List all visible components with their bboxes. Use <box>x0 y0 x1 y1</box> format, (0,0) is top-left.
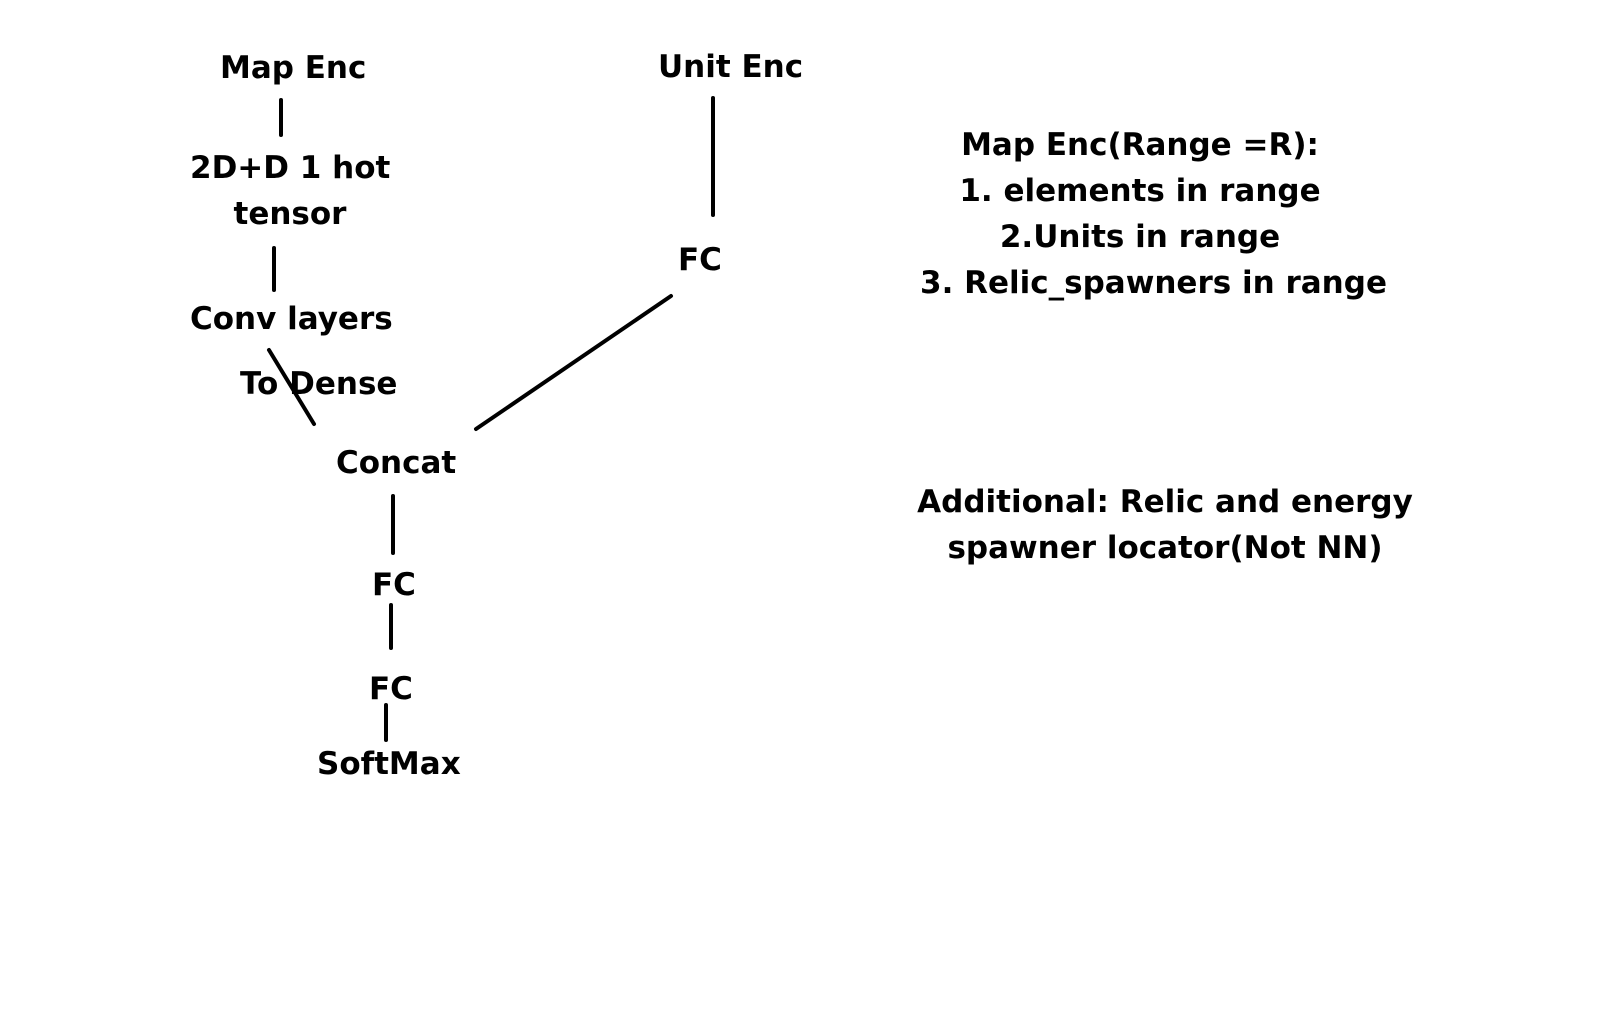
note-map-enc-item: 3. Relic_spawners in range <box>920 265 1387 301</box>
edge-conv-concat <box>267 348 316 426</box>
note-map-enc-item: 1. elements in range <box>959 173 1321 209</box>
node-tensor-line2: tensor <box>233 196 347 232</box>
node-tensor-line1: 2D+D 1 hot <box>190 150 391 186</box>
node-map-enc: Map Enc <box>220 50 367 86</box>
node-fc-unit: FC <box>678 242 722 278</box>
edge-fc-concat <box>474 294 673 431</box>
note-map-enc-item: 2.Units in range <box>999 219 1281 255</box>
note-map-enc: Map Enc(Range =R): 1. elements in range … <box>920 122 1387 306</box>
node-concat: Concat <box>336 445 457 481</box>
node-unit-enc: Unit Enc <box>658 49 804 85</box>
note-map-enc-title: Map Enc(Range =R): <box>961 127 1319 163</box>
note-additional-line2: spawner locator(Not NN) <box>947 530 1383 566</box>
node-conv-layers: Conv layers <box>190 301 393 337</box>
node-fc-2: FC <box>369 671 413 707</box>
node-to-dense: To Dense <box>240 366 398 402</box>
node-tensor: 2D+D 1 hot tensor <box>190 145 390 237</box>
node-softmax: SoftMax <box>317 746 461 782</box>
note-additional: Additional: Relic and energy spawner loc… <box>915 479 1415 571</box>
node-fc-1: FC <box>372 567 416 603</box>
note-additional-line1: Additional: Relic and energy <box>917 484 1413 520</box>
